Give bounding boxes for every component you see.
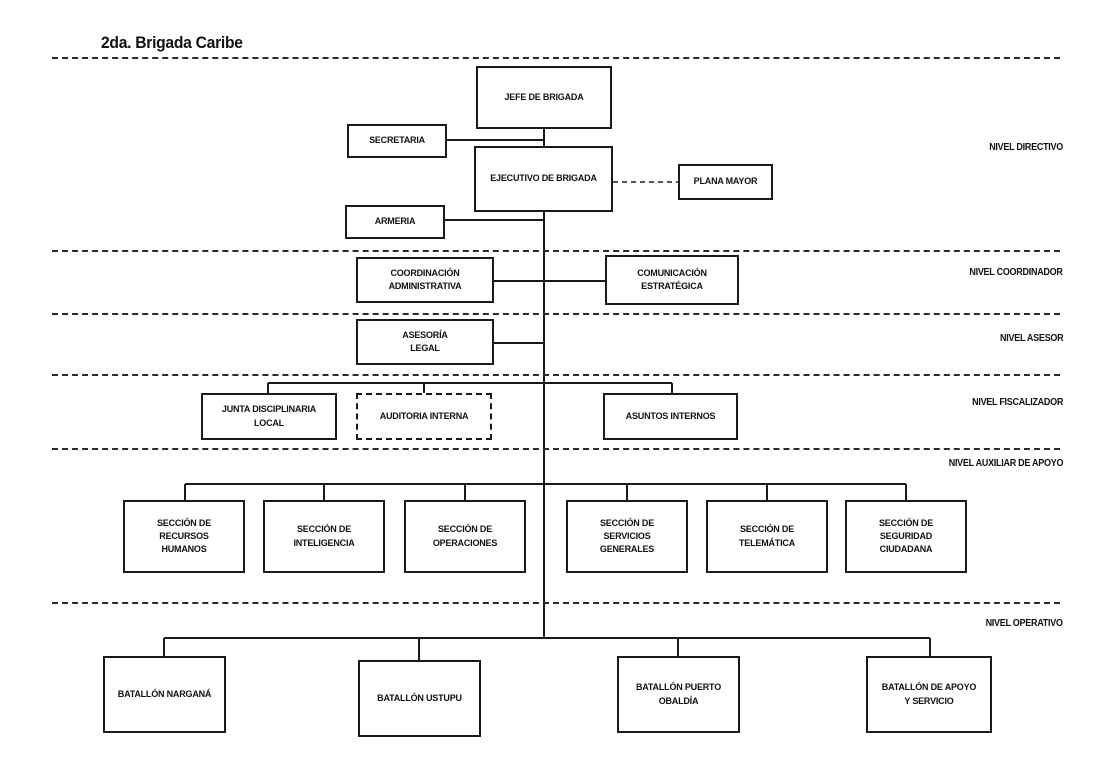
box-batallon-ustupu: BATALLÓN USTUPU — [358, 660, 481, 737]
level-divider — [52, 57, 1060, 59]
box-batallon-puerto-obaldia: BATALLÓN PUERTO OBALDÍA — [617, 656, 740, 733]
box-seccion-operaciones: SECCIÓN DE OPERACIONES — [404, 500, 526, 573]
box-coordinacion-administrativa: COORDINACIÓN ADMINISTRATIVA — [356, 257, 494, 303]
level-label-fiscalizador: NIVEL FISCALIZADOR — [972, 397, 1063, 408]
box-seccion-telematica: SECCIÓN DE TELEMÁTICA — [706, 500, 828, 573]
level-label-coordinador: NIVEL COORDINADOR — [969, 267, 1064, 278]
box-batallon-apoyo-servicio: BATALLÓN DE APOYO Y SERVICIO — [866, 656, 992, 733]
box-secretaria: SECRETARIA — [347, 124, 447, 158]
box-asuntos-internos: ASUNTOS INTERNOS — [603, 393, 738, 440]
level-divider — [52, 313, 1060, 315]
box-seccion-seguridad-ciudadana: SECCIÓN DE SEGURIDAD CIUDADANA — [845, 500, 967, 573]
level-label-directivo: NIVEL DIRECTIVO — [989, 142, 1063, 153]
level-divider — [52, 374, 1060, 376]
box-ejecutivo-de-brigada: EJECUTIVO DE BRIGADA — [474, 146, 613, 212]
level-divider — [52, 448, 1060, 450]
box-batallon-nargana: BATALLÓN NARGANÁ — [103, 656, 226, 733]
level-divider — [52, 602, 1060, 604]
box-seccion-recursos-humanos: SECCIÓN DE RECURSOS HUMANOS — [123, 500, 245, 573]
box-asesoria-legal: ASESORÍA LEGAL — [356, 319, 494, 365]
box-junta-disciplinaria-local: JUNTA DISCIPLINARIA LOCAL — [201, 393, 337, 440]
box-armeria: ARMERIA — [345, 205, 445, 239]
level-label-operativo: NIVEL OPERATIVO — [985, 618, 1063, 629]
box-plana-mayor: PLANA MAYOR — [678, 164, 773, 200]
page-title: 2da. Brigada Caribe — [101, 33, 243, 52]
box-jefe-de-brigada: JEFE DE BRIGADA — [476, 66, 612, 129]
level-divider — [52, 250, 1060, 252]
box-seccion-inteligencia: SECCIÓN DE INTELIGENCIA — [263, 500, 385, 573]
box-auditoria-interna: AUDITORIA INTERNA — [356, 393, 492, 440]
level-label-asesor: NIVEL ASESOR — [999, 333, 1064, 344]
box-seccion-servicios-generales: SECCIÓN DE SERVICIOS GENERALES — [566, 500, 688, 573]
box-comunicacion-estrategica: COMUNICACIÓN ESTRATÉGICA — [605, 255, 739, 305]
level-label-auxiliar: NIVEL AUXILIAR DE APOYO — [948, 458, 1064, 469]
